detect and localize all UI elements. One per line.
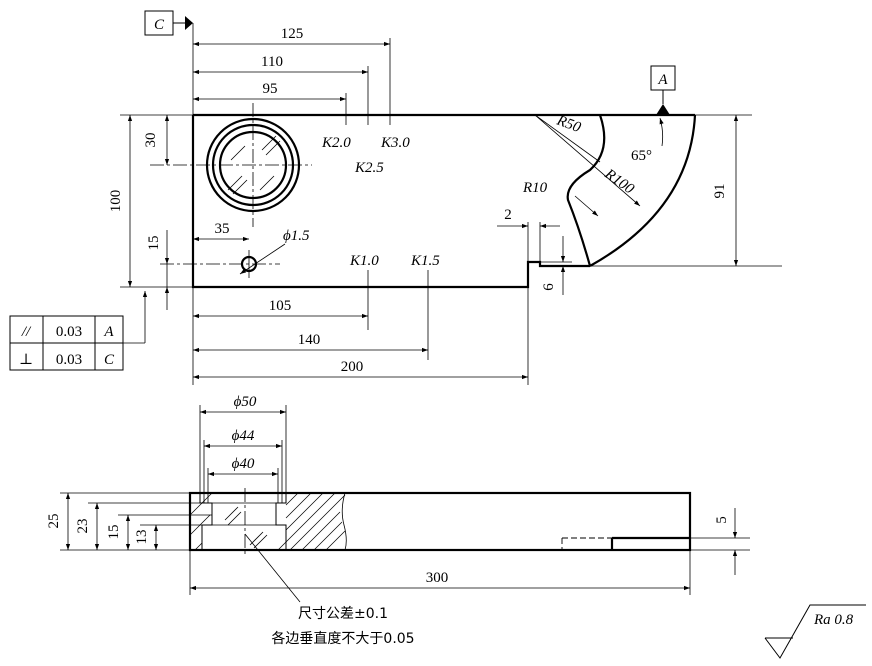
perpendicularity-symbol: ⊥ [19, 352, 33, 368]
datum-a-triangle [656, 104, 670, 115]
perpendicularity-value: 0.03 [56, 352, 82, 368]
dim-91: 91 [712, 184, 728, 199]
dim-23: 23 [75, 519, 91, 534]
parallelism-symbol: // [21, 324, 32, 340]
k-mark-3-0: K3.0 [380, 135, 410, 151]
k-mark-2-0: K2.0 [321, 135, 351, 151]
dim-phi40: ϕ40 [232, 456, 255, 472]
tolerance-frame: // 0.03 A ⊥ 0.03 C [9, 291, 148, 371]
dim-110: 110 [261, 54, 283, 70]
radius-r10: R10 [522, 180, 548, 196]
k-mark-1-5: K1.5 [410, 253, 440, 269]
angle-65: 65° [631, 148, 652, 164]
dim-125: 125 [281, 26, 304, 42]
dim-140: 140 [298, 332, 321, 348]
dim-6: 6 [541, 283, 557, 291]
dim-30: 30 [143, 133, 159, 148]
dim-300: 300 [426, 570, 449, 586]
parallelism-value: 0.03 [56, 324, 82, 340]
dim-25: 25 [46, 514, 62, 529]
dim-15: 15 [146, 236, 162, 251]
k-mark-2-5: K2.5 [354, 160, 384, 176]
dim-105: 105 [269, 298, 292, 314]
dim-13: 13 [134, 530, 150, 545]
dim-2: 2 [504, 207, 512, 223]
dim-95: 95 [263, 81, 278, 97]
dim-100: 100 [108, 190, 124, 213]
datum-a-label: A [657, 72, 668, 88]
dim-5: 5 [714, 516, 730, 524]
dim-phi50: ϕ50 [234, 394, 257, 410]
dim-15-section: 15 [106, 525, 122, 540]
hole-diameter: ϕ1.5 [283, 228, 310, 244]
dim-phi44: ϕ44 [232, 428, 255, 444]
dim-200: 200 [341, 359, 364, 375]
dim-35: 35 [215, 221, 230, 237]
radius-r100: R100 [601, 166, 637, 198]
note-perpendicularity: 各边垂直度不大于0.05 [271, 630, 414, 647]
notes: 尺寸公差±0.1 各边垂直度不大于0.05 [271, 606, 414, 647]
datum-c-triangle [185, 16, 193, 30]
large-hole [150, 103, 312, 227]
perpendicularity-datum: C [104, 352, 115, 368]
k-mark-1-0: K1.0 [349, 253, 379, 269]
section-view: ϕ50 ϕ44 ϕ40 25 23 15 13 5 300 [46, 394, 750, 603]
roughness-value: Ra 0.8 [813, 612, 854, 628]
r10-cutout-edge [566, 114, 606, 267]
surface-roughness-symbol: Ra 0.8 [764, 604, 866, 659]
datum-c-label: C [154, 17, 165, 33]
top-view: C 125 110 95 K2.0 K2.5 K3.0 [108, 10, 782, 385]
r100-arc [589, 114, 697, 267]
parallelism-datum: A [103, 324, 114, 340]
note-tolerance: 尺寸公差±0.1 [298, 606, 388, 622]
section-outline [188, 491, 692, 552]
